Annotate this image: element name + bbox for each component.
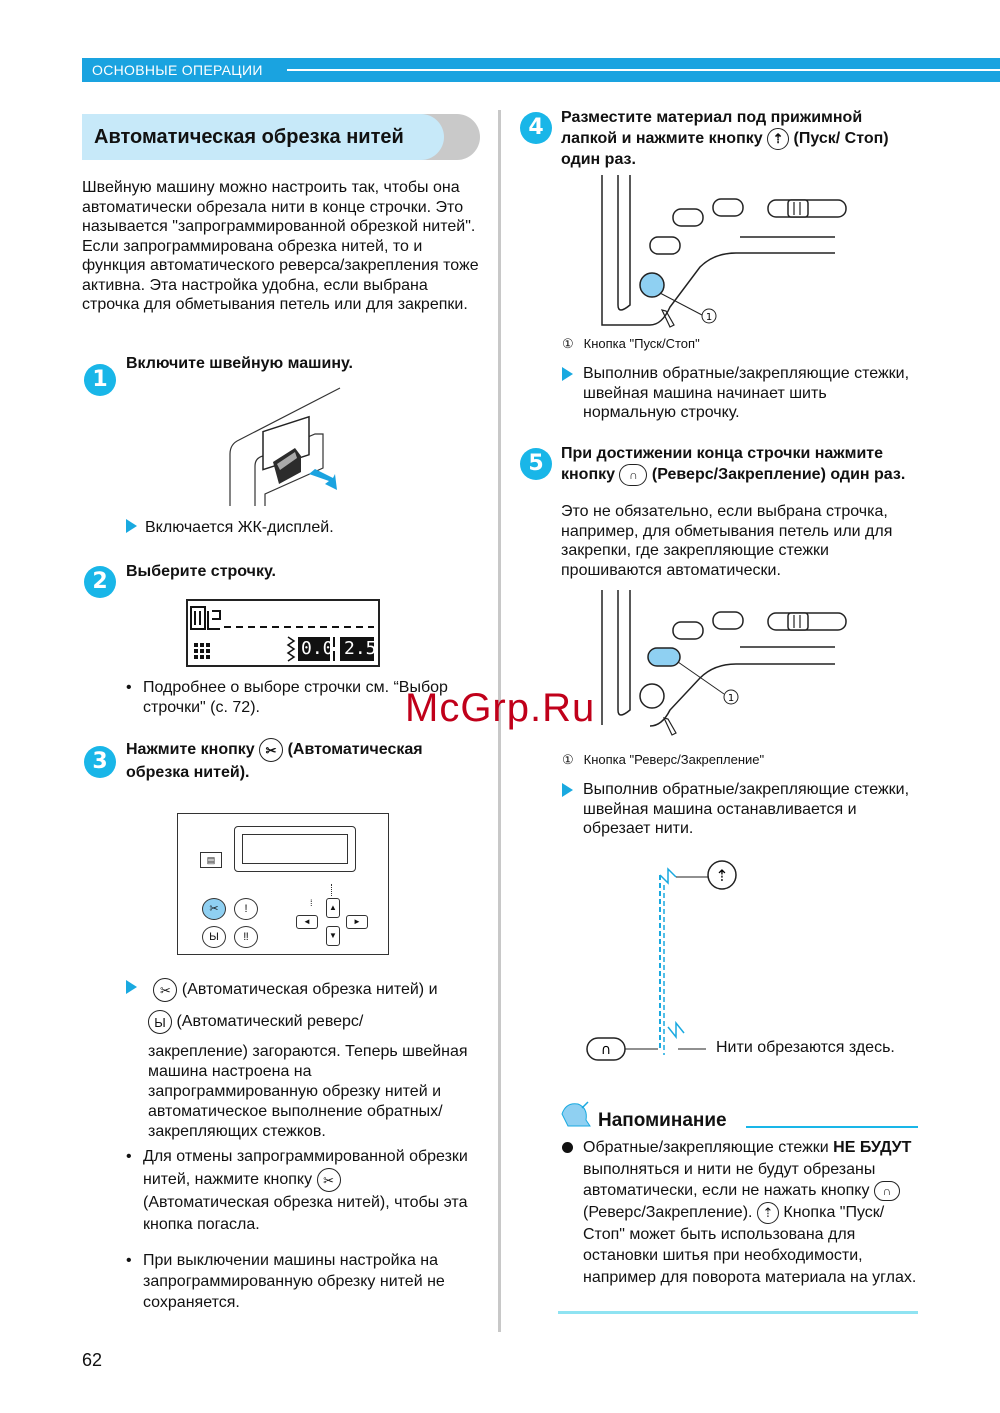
machine-reverse-illustration: 1 — [601, 590, 847, 736]
start-stop-icon: ⇡ — [767, 128, 790, 150]
power-switch-illustration — [229, 387, 341, 506]
memo-heading: Напоминание — [598, 1110, 727, 1131]
step-1-number: 1 — [84, 364, 116, 396]
lcd-left-value: 0.0 — [301, 638, 334, 659]
section-label: ОСНОВНЫЕ ОПЕРАЦИИ — [92, 62, 263, 78]
panel-cutter-button: ✂ — [202, 898, 226, 920]
step-3-title: Нажмите кнопку ✂ (Автоматическая обрезка… — [126, 738, 471, 784]
svg-text:1: 1 — [728, 693, 734, 704]
step-4-number: 4 — [520, 112, 552, 144]
lcd-display: 0.0 2.5 — [186, 599, 380, 667]
title-pill: Автоматическая обрезка нитей — [82, 114, 444, 160]
bell-icon — [561, 1101, 591, 1127]
svg-text:1: 1 — [706, 312, 712, 323]
control-panel: ▤ ✂ ! Ы ‼ ◄ ▲ ▼ ► ⁞ — [177, 813, 389, 955]
reverse-icon: ∩ — [873, 1180, 900, 1201]
thread-cutter-icon: ✂ — [153, 978, 178, 1002]
step-4-title: Разместите материал под прижимной лапкой… — [561, 109, 889, 168]
panel-up-button: ▲ — [326, 898, 340, 918]
step-5-number: 5 — [520, 448, 552, 480]
panel-reverse-button: Ы — [202, 926, 226, 948]
panel-width-icon: ⁞ — [310, 898, 313, 908]
auto-reverse-icon: Ы — [148, 1010, 172, 1034]
result-arrow-icon — [126, 980, 137, 995]
step-3-number: 3 — [84, 746, 116, 778]
machine-start-illustration: 1 — [601, 175, 847, 328]
intro-text: Швейную машину можно настроить так, чтоб… — [82, 179, 479, 313]
header-band: ОСНОВНЫЕ ОПЕРАЦИИ — [82, 58, 1000, 82]
step-3-bullet-2: • При выключении машины настройка на зап… — [126, 1252, 445, 1311]
step-2-number: 2 — [84, 566, 116, 598]
step-5-result: Выполнив обратные/закрепляющие стежки, ш… — [562, 780, 917, 839]
result-arrow-icon — [562, 367, 573, 381]
stitch-diagram: ⇡ ∩ — [586, 860, 737, 1061]
panel-left-button: ◄ — [296, 915, 318, 929]
header-rule — [287, 69, 1000, 71]
page-title: Автоматическая обрезка нитей — [94, 126, 404, 148]
memo-bottom-rule — [558, 1311, 918, 1314]
panel-tie-button: ‼ — [234, 926, 258, 948]
start-stop-icon: ⇡ — [756, 1201, 779, 1224]
thread-cutter-icon: ✂ — [259, 738, 284, 762]
memo-text: Обратные/закрепляющие стежки НЕ БУДУТ вы… — [558, 1137, 918, 1288]
panel-manual-button: ▤ — [200, 852, 222, 868]
svg-text:∩: ∩ — [601, 1042, 611, 1058]
stitch-pattern-icon — [190, 606, 374, 662]
step-4-result: Выполнив обратные/закрепляющие стежки, ш… — [562, 364, 917, 423]
cut-here-label: Нити обрезаются здесь. — [716, 1039, 895, 1056]
memo-heading-rule — [746, 1126, 918, 1128]
column-divider — [498, 110, 501, 1332]
panel-length-icon — [331, 884, 333, 896]
panel-lcd — [234, 826, 356, 872]
reverse-icon: ∩ — [619, 464, 648, 486]
panel-needle-button: ! — [234, 898, 258, 920]
step-3-result: ✂ (Автоматическая обрезка нитей) и Ы (Ав… — [126, 978, 471, 1142]
thread-cutter-icon: ✂ — [316, 1168, 341, 1192]
step-3-bullet-1: • Для отмены запрограммированной обрезки… — [126, 1148, 468, 1233]
result-arrow-icon — [562, 783, 573, 797]
step-1-result: Включается ЖК-дисплей. — [126, 518, 486, 538]
lcd-right-value: 2.5 — [344, 638, 377, 659]
svg-text:⇡: ⇡ — [715, 866, 728, 885]
memo-bullet-icon — [562, 1142, 573, 1153]
watermark: McGrp.Ru — [405, 686, 596, 730]
page-number: 62 — [82, 1350, 103, 1370]
step-2-title: Выберите строчку. — [126, 563, 276, 580]
step-2-bullet: • Подробнее о выборе строчки см. “Выбор … — [126, 679, 448, 716]
panel-right-button: ► — [346, 915, 368, 929]
result-arrow-icon — [126, 519, 137, 533]
panel-down-button: ▼ — [326, 926, 340, 946]
step-5-note: Это не обязательно, если выбрана строчка… — [561, 503, 893, 579]
step-5-title: При достижении конца строчки нажмите кно… — [561, 444, 921, 486]
step-1-title: Включите швейную машину. — [126, 355, 353, 372]
